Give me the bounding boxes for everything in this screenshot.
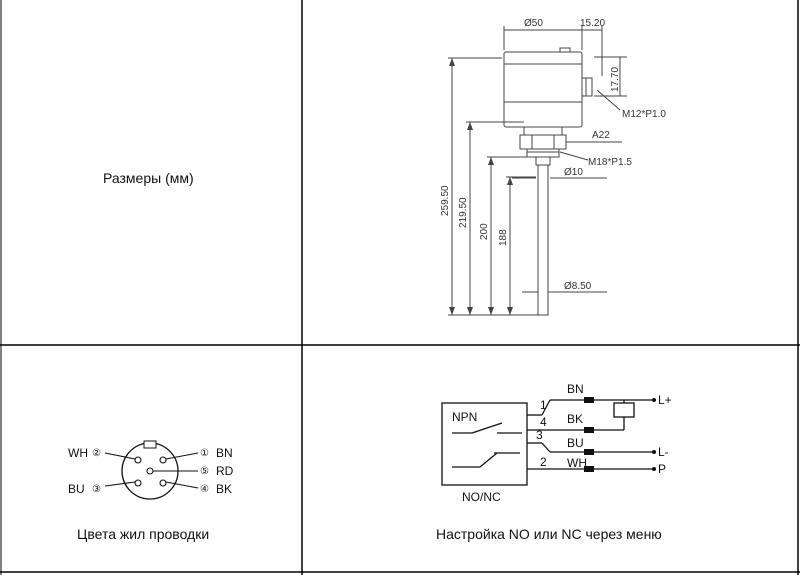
dim-process-thread: M18*P1.5 (588, 157, 632, 168)
dimensions-caption: Размеры (мм) (103, 170, 194, 186)
schematic-no-nc-label: NO/NC (462, 490, 501, 504)
dim-probe-neck-diameter: Ø10 (564, 167, 583, 178)
pin-label-bn: BN (216, 446, 233, 460)
wire-1-num: 1 (540, 398, 547, 412)
pin-num-1: ① (200, 448, 209, 459)
wire-2-term: P (658, 462, 666, 476)
wiring-colors-caption: Цвета жил проводки (77, 526, 210, 542)
connector-pinout: WH ② BU ③ ① BN ⑤ RD ④ BK (68, 440, 234, 500)
cell-dimensions-label: Размеры (мм) (0, 0, 302, 345)
wire-1-term: L+ (658, 393, 672, 407)
pin-num-3: ③ (92, 484, 101, 495)
wire-4-color: BK (567, 412, 583, 426)
npn-schematic: NPN NO/NC 1 BN L+ 4 BK 3 BU L- 2 WH P (441, 382, 672, 504)
dim-probe-diameter: Ø8.50 (564, 281, 592, 292)
dim-connector-offset: 15.20 (580, 18, 605, 29)
wire-3-num: 3 (536, 428, 543, 442)
dim-length-188: 188 (498, 229, 509, 246)
pin-num-5: ⑤ (200, 466, 209, 477)
wire-2-num: 2 (540, 455, 547, 469)
pin-num-2: ② (92, 448, 101, 459)
schematic-npn-label: NPN (452, 410, 477, 424)
dim-housing-diameter: Ø50 (524, 18, 543, 29)
dim-total-length: 259.50 (440, 185, 451, 216)
wire-3-color: BU (567, 436, 584, 450)
dim-wrench-size: A22 (592, 130, 610, 141)
dim-connector-height: 17.70 (610, 67, 621, 92)
dim-connector-thread: M12*P1.0 (622, 109, 666, 120)
pin-num-4: ④ (200, 484, 209, 495)
cell-wiring-colors: WH ② BU ③ ① BN ⑤ RD ④ BK Цвета жил прово… (0, 345, 302, 572)
pin-label-wh: WH (68, 446, 88, 460)
pin-label-bu: BU (68, 482, 85, 496)
dim-length-200: 200 (479, 223, 490, 240)
cell-no-nc-schematic: NPN NO/NC 1 BN L+ 4 BK 3 BU L- 2 WH P На… (302, 345, 798, 572)
dim-length-219: 219.50 (458, 197, 469, 228)
pin-label-bk: BK (216, 482, 232, 496)
wire-4-num: 4 (540, 415, 547, 429)
wire-1-color: BN (567, 382, 584, 396)
no-nc-caption: Настройка NO или NC через меню (436, 526, 662, 542)
wire-2-color: WH (567, 456, 587, 470)
cell-dimension-drawing: Ø50 15.20 17.70 M12*P1.0 A22 M18*P1.5 Ø1… (302, 0, 798, 345)
dimension-drawing: Ø50 15.20 17.70 M12*P1.0 A22 M18*P1.5 Ø1… (440, 18, 666, 316)
pin-label-rd: RD (216, 464, 234, 478)
wire-3-term: L- (658, 445, 669, 459)
